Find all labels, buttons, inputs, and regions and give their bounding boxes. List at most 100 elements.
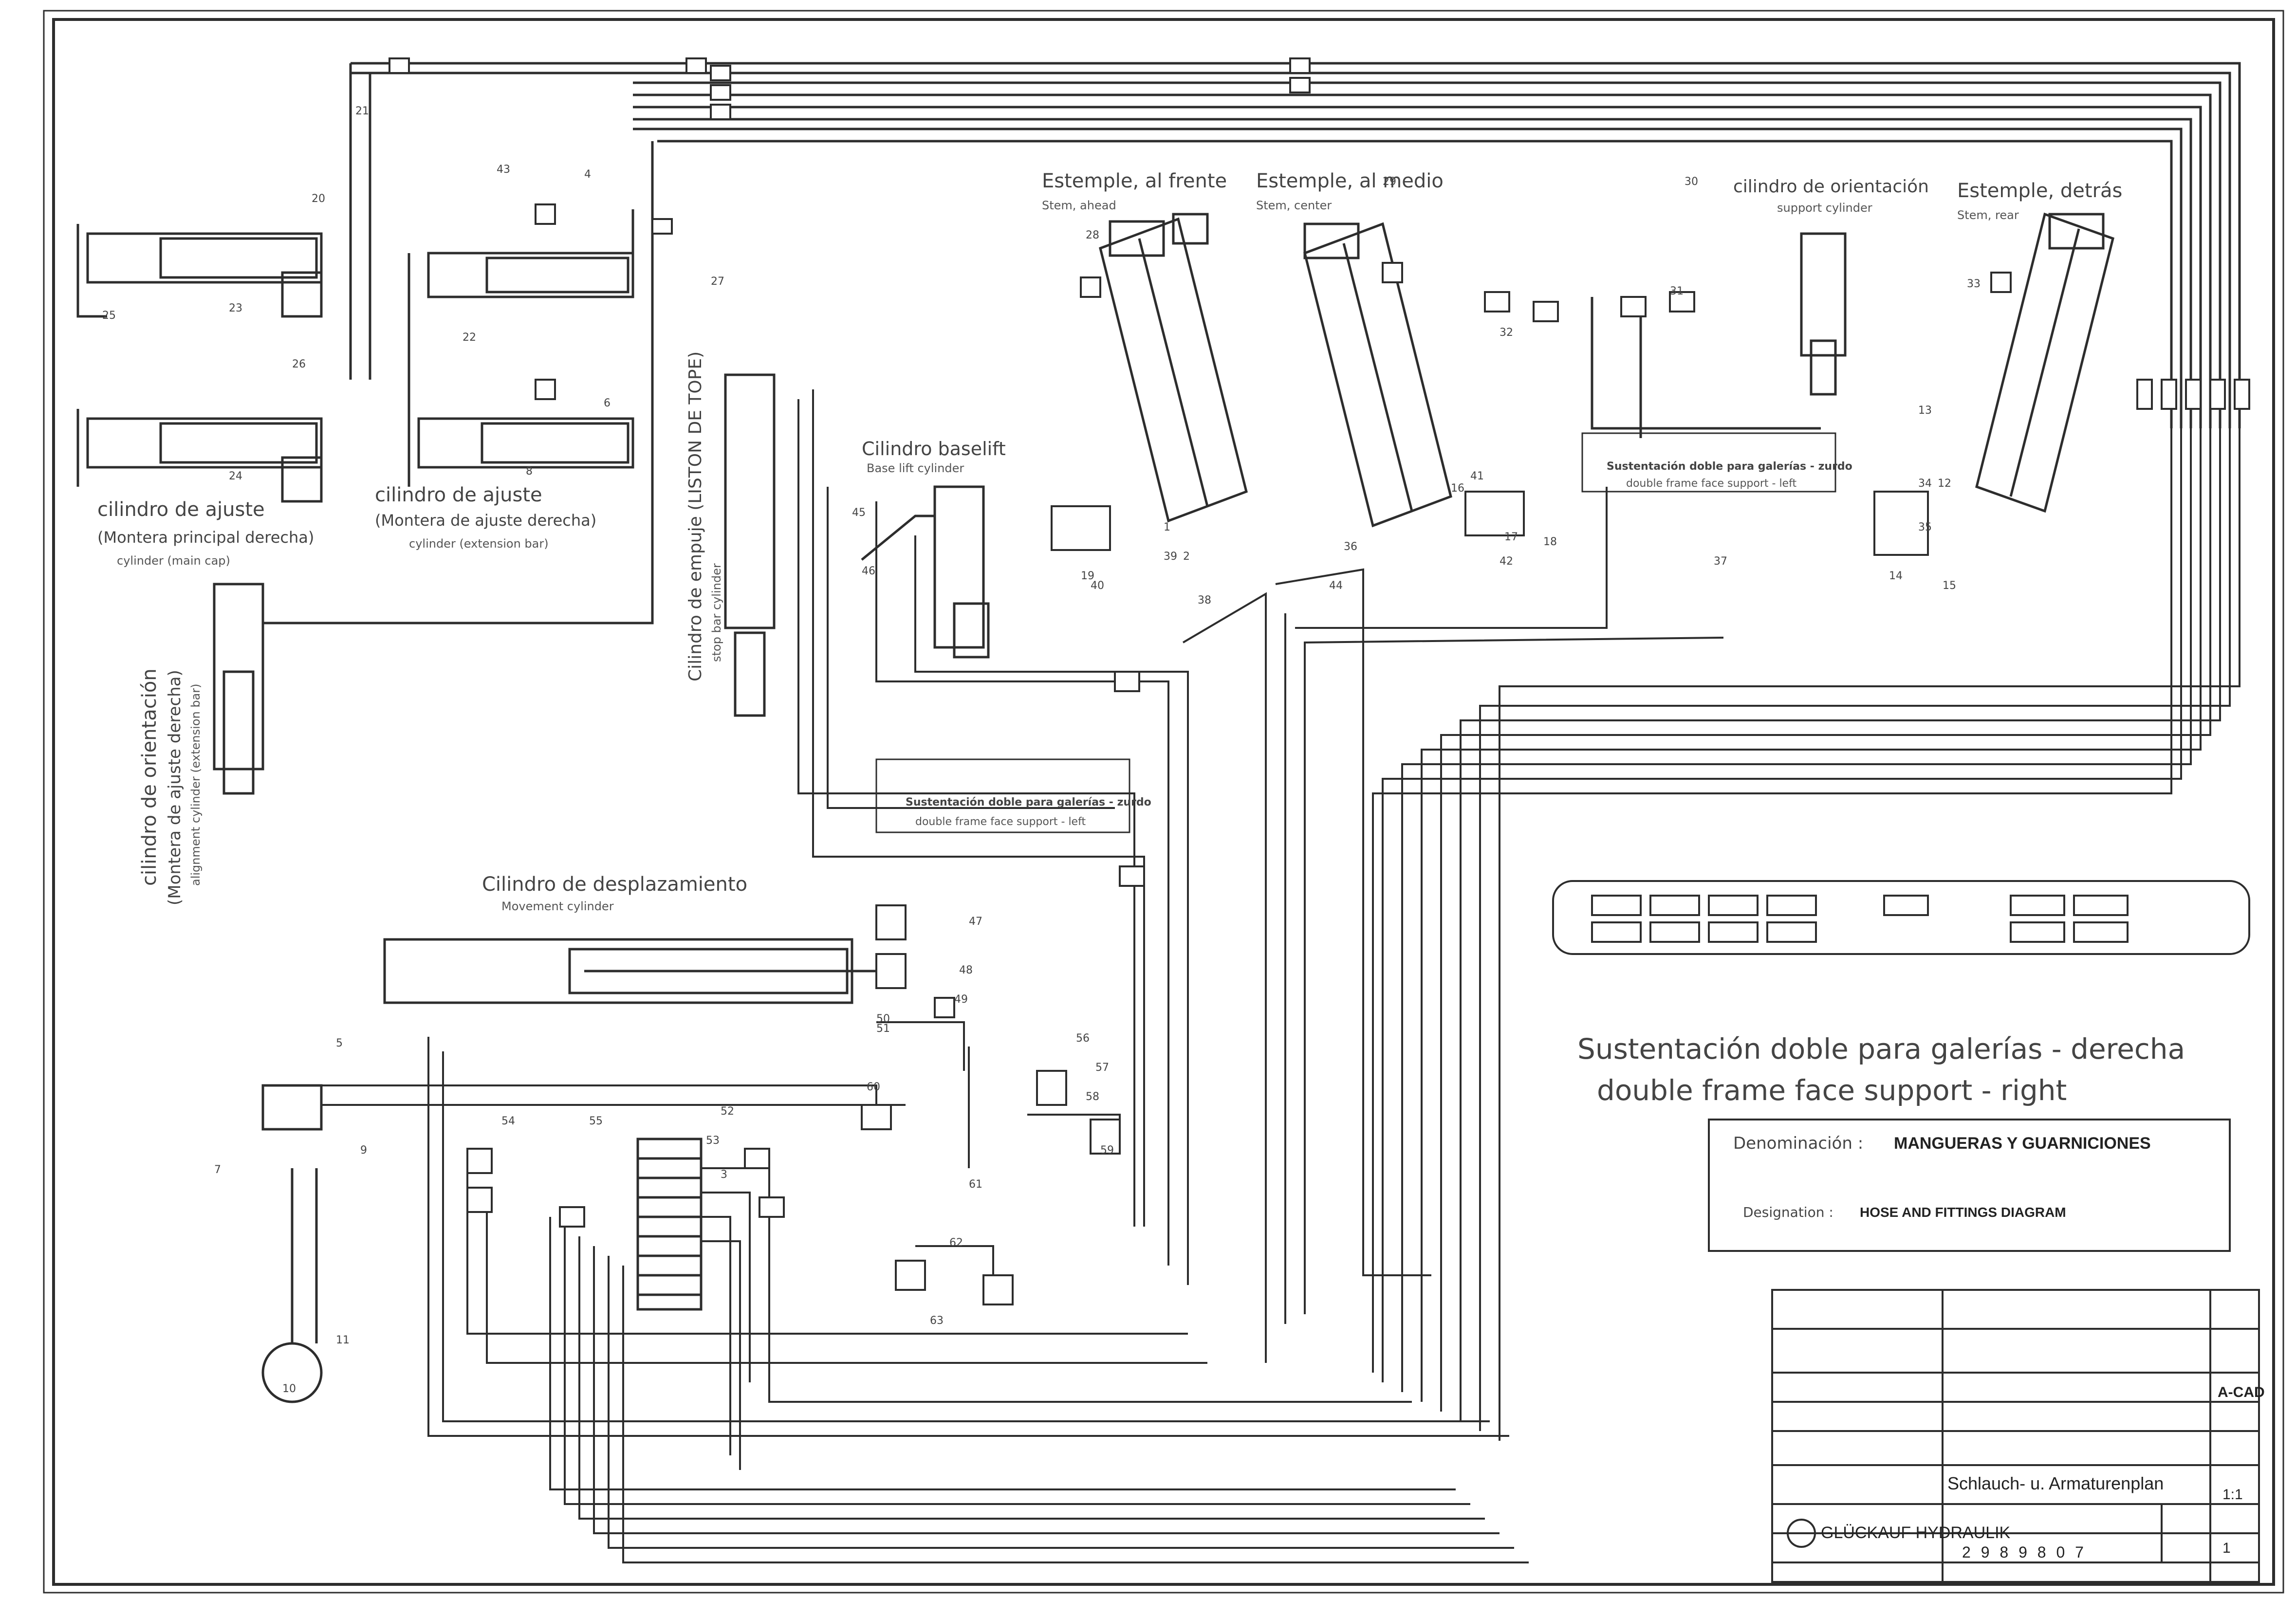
cylinder-ajuste-main [76,224,323,503]
part-number-callout: 20 [312,193,325,205]
part-number-callout: 2 [1183,551,1190,563]
label-cil-baselift-en: Base lift cylinder [867,461,964,475]
part-number-callout: 46 [862,565,875,577]
part-number-callout: 5 [336,1037,343,1049]
part-number-callout: 23 [229,302,242,314]
part-number-callout: 14 [1889,570,1903,582]
label-cil-empuje: Cilindro de empuje (LISTON DE TOPE) [685,351,705,681]
part-number-callout: 52 [721,1105,734,1118]
label-cil-orientacion-left: cilindro de orientación [138,668,161,886]
part-number-callout: 62 [949,1237,963,1249]
part-number-callout: 43 [497,164,510,176]
label-estemple-mid-en: Stem, center [1256,199,1332,212]
pump-motor [261,1084,323,1403]
part-number-callout: 41 [1470,470,1484,482]
part-number-callout: 30 [1685,176,1698,188]
part-number-callout: 24 [229,470,242,482]
drawing-outer-frame [43,10,2284,1594]
part-number-callout: 31 [1670,285,1684,297]
part-number-callout: 19 [1081,570,1094,582]
note-mid-en: double frame face support - left [915,816,1086,828]
part-number-callout: 37 [1714,555,1727,568]
designation-label: Designation : [1743,1204,1833,1220]
part-number-callout: 21 [355,105,369,117]
part-number-callout: 32 [1500,327,1513,339]
part-number-callout: 26 [292,358,306,370]
part-number-callout: 28 [1086,229,1099,241]
label-cil-desplazamiento: Cilindro de desplazamiento [482,873,747,896]
part-number-callout: 33 [1967,278,1981,290]
part-number-callout: 36 [1344,541,1357,553]
label-cil-ajuste-right-sub: (Montera de ajuste derecha) [375,511,596,530]
part-number-callout: 44 [1329,580,1343,592]
part-number-callout: 54 [501,1115,515,1127]
title-block-drawing-title: Schlauch- u. Armaturenplan [1947,1473,2164,1493]
top-hose-bundle [349,62,2241,428]
note-mid-es: Sustentación doble para galerías - zurdo [906,796,1151,808]
title-block [1771,1289,2260,1583]
estemple-front [1099,213,1248,523]
label-cil-orientacion-left-sub: (Montera de ajuste derecha) [165,670,185,905]
note-box-top [1581,432,1836,493]
part-number-callout: 61 [969,1178,982,1191]
part-number-callout: 45 [852,507,866,519]
label-estemple-front-en: Stem, ahead [1042,199,1116,212]
label-cil-ajuste-left-en: cylinder (main cap) [117,554,230,568]
title-block-scale: 1:1 [2222,1487,2243,1503]
part-number-callout: 35 [1918,521,1932,533]
main-title-en: double frame face support - right [1597,1074,2067,1107]
part-number-callout: 10 [282,1383,296,1395]
part-number-callout: 56 [1076,1032,1090,1045]
label-cil-ajuste-right: cilindro de ajuste [375,484,542,506]
part-number-callout: 42 [1500,555,1513,568]
label-estemple-rear-en: Stem, rear [1957,208,2019,222]
note-box-mid [875,758,1130,833]
part-number-callout: 29 [1383,176,1396,188]
title-block-number: 2 9 8 9 8 0 7 [1962,1543,2087,1561]
part-number-callout: 16 [1451,482,1464,495]
drawing-frame [52,18,2275,1586]
label-cil-desplazamiento-en: Movement cylinder [501,900,614,913]
label-cil-ajuste-right-en: cylinder (extension bar) [409,537,549,551]
designation-value: HOSE AND FITTINGS DIAGRAM [1860,1205,2066,1220]
fittings [389,57,2250,1305]
part-number-callout: 53 [706,1135,720,1147]
part-number-callout: 51 [876,1023,890,1035]
label-estemple-front: Estemple, al frente [1042,170,1227,192]
part-number-callout: 7 [214,1164,221,1176]
part-number-callout: 50 [876,1013,890,1025]
cylinder-desplazamiento [383,938,876,1004]
label-cil-orientacion-top-en: support cylinder [1777,201,1872,215]
hose-routing [321,389,2240,1563]
part-number-callout: 12 [1938,477,1951,490]
cylinder-ajuste-extension [407,209,634,487]
part-number-callout: 47 [969,916,982,928]
part-number-callout: 38 [1198,594,1211,606]
denominacion-value: MANGUERAS Y GUARNICIONES [1894,1134,2151,1153]
part-number-callout: 48 [959,964,973,976]
part-number-callout: 6 [604,397,611,409]
label-cil-orientacion-top: cilindro de orientación [1733,177,1929,197]
fitting-legend [1552,880,2250,955]
label-cil-ajuste-left-sub: (Montera principal derecha) [97,528,314,547]
part-number-callout: 15 [1943,580,1956,592]
part-number-callout: 22 [463,331,476,344]
part-number-callout: 34 [1918,477,1932,490]
part-number-callout: 27 [711,275,724,288]
cylinder-orientacion-top [1591,232,1847,438]
label-cil-baselift: Cilindro baselift [862,438,1006,459]
part-number-callout: 25 [102,310,116,322]
part-number-callout: 17 [1504,531,1518,543]
label-estemple-mid: Estemple, al medio [1256,170,1444,192]
part-number-callout: 55 [589,1115,603,1127]
label-estemple-rear: Estemple, detrás [1957,180,2122,202]
part-number-callout: 13 [1918,404,1932,417]
main-title-es: Sustentación doble para galerías - derec… [1577,1032,2185,1065]
note-top-en: double frame face support - left [1626,477,1796,490]
part-number-callout: 1 [1164,521,1170,533]
estemple-mid [1303,222,1452,528]
estemple-rear [1975,212,2114,513]
part-number-callout: 11 [336,1334,350,1346]
denomination-box [1708,1119,2231,1252]
